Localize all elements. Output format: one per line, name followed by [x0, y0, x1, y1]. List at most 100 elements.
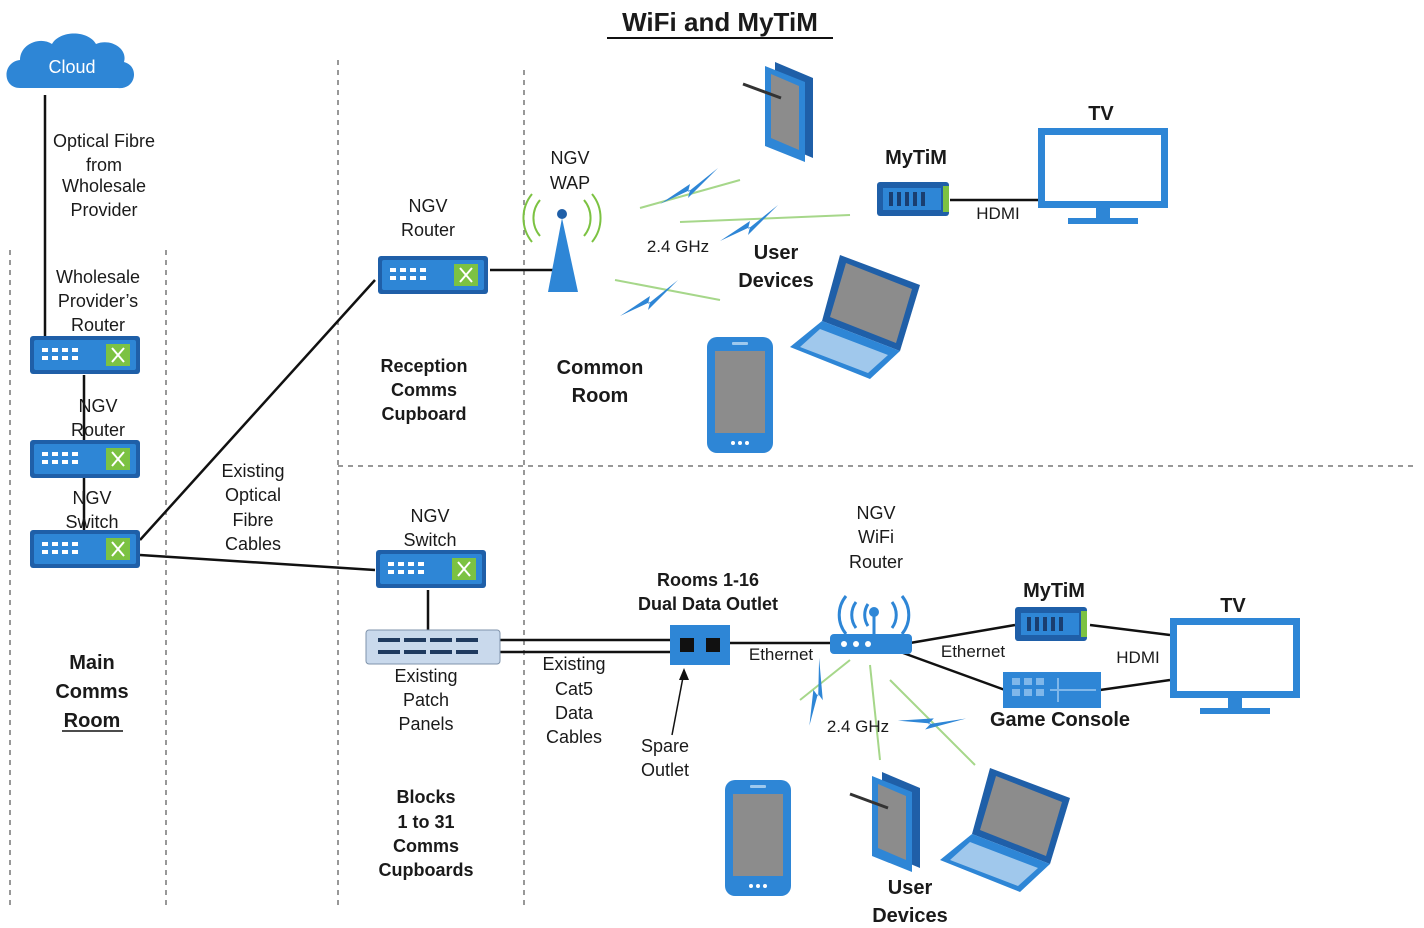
- svg-text:from: from: [86, 155, 122, 175]
- svg-text:WiFi: WiFi: [858, 527, 894, 547]
- svg-text:Optical Fibre: Optical Fibre: [53, 131, 155, 151]
- svg-text:Router: Router: [71, 315, 125, 335]
- svg-text:Cupboard: Cupboard: [382, 404, 467, 424]
- svg-text:Existing: Existing: [542, 654, 605, 674]
- svg-text:Router: Router: [71, 420, 125, 440]
- svg-text:Cat5: Cat5: [555, 679, 593, 699]
- svg-text:Wholesale: Wholesale: [62, 176, 146, 196]
- rooms-freq-label: 2.4 GHz: [827, 717, 889, 736]
- svg-text:Room: Room: [572, 385, 629, 407]
- svg-text:User: User: [888, 877, 933, 899]
- rooms-tv-icon: [1170, 618, 1300, 714]
- svg-text:Provider’s: Provider’s: [58, 291, 138, 311]
- rooms-wifi-rays: [799, 659, 976, 766]
- common-hdmi-label: HDMI: [976, 204, 1019, 223]
- svg-text:Outlet: Outlet: [641, 760, 689, 780]
- common-room-label: Common Room: [557, 357, 644, 407]
- svg-text:Reception: Reception: [380, 356, 467, 376]
- svg-text:Devices: Devices: [872, 905, 948, 927]
- wap-icon: [522, 193, 602, 292]
- svg-text:Cables: Cables: [225, 534, 281, 554]
- svg-text:Cupboards: Cupboards: [378, 860, 473, 880]
- reception-router-icon: [377, 255, 489, 295]
- svg-text:Optical: Optical: [225, 485, 281, 505]
- laptop-icon: [940, 768, 1070, 892]
- svg-text:Rooms 1-16: Rooms 1-16: [657, 570, 759, 590]
- main-ngv-switch-icon: [29, 529, 141, 569]
- wifi-bolt-icon: [720, 205, 778, 241]
- svg-text:Panels: Panels: [398, 714, 453, 734]
- cloud-node: Cloud: [6, 33, 135, 89]
- rooms-hdmi-label: HDMI: [1116, 648, 1159, 667]
- reception-cupboard-label: Reception Comms Cupboard: [380, 356, 467, 424]
- patch-panel-icon: [365, 629, 501, 665]
- blocks-cupboards-label: Blocks 1 to 31 Comms Cupboards: [378, 787, 473, 880]
- smartphone-icon: [725, 780, 791, 896]
- ethernet-label: Ethernet: [749, 645, 814, 664]
- svg-text:NGV: NGV: [78, 396, 117, 416]
- wifi-router-icon: [830, 595, 912, 654]
- common-user-devices-label: User Devices: [738, 242, 814, 292]
- wholesale-router-icon: [29, 335, 141, 375]
- tablet-icon: [741, 60, 815, 164]
- common-freq-label: 2.4 GHz: [647, 237, 709, 256]
- svg-text:Spare: Spare: [641, 736, 689, 756]
- svg-text:Router: Router: [401, 220, 455, 240]
- fibre-label: Optical Fibre from Wholesale Provider: [53, 131, 155, 220]
- cable-links: [43, 95, 1171, 692]
- svg-text:Common: Common: [557, 357, 644, 379]
- common-mytim-label: MyTiM: [885, 147, 947, 169]
- existing-fibre-label: Existing Optical Fibre Cables: [221, 461, 284, 554]
- game-console-label: Game Console: [990, 709, 1130, 731]
- block-ngv-switch-icon: [375, 549, 487, 589]
- svg-text:Switch: Switch: [65, 512, 118, 532]
- svg-text:User: User: [754, 242, 799, 264]
- svg-text:Dual Data Outlet: Dual Data Outlet: [638, 594, 778, 614]
- rooms-mytim-icon: [1015, 607, 1087, 641]
- svg-text:Comms: Comms: [55, 681, 128, 703]
- rooms-mytim-label: MyTiM: [1023, 580, 1085, 602]
- svg-text:Cables: Cables: [546, 727, 602, 747]
- svg-text:Devices: Devices: [738, 270, 814, 292]
- wifi-router-label: NGV WiFi Router: [849, 503, 903, 572]
- svg-text:1 to 31: 1 to 31: [397, 812, 454, 832]
- cat5-label: Existing Cat5 Data Cables: [542, 654, 605, 747]
- tablet-icon: [848, 770, 922, 874]
- svg-text:Comms: Comms: [391, 380, 457, 400]
- svg-text:Switch: Switch: [403, 530, 456, 550]
- wifi-bolt-icon: [620, 280, 678, 316]
- svg-text:NGV: NGV: [856, 503, 895, 523]
- wifi-bolt-icon: [781, 658, 847, 726]
- rooms-tv-label: TV: [1220, 595, 1246, 617]
- main-ngv-router-icon: [29, 439, 141, 479]
- svg-text:Fibre: Fibre: [232, 510, 273, 530]
- svg-text:Room: Room: [64, 710, 121, 732]
- rooms-user-devices-label: User Devices: [872, 877, 948, 927]
- spare-outlet-label: Spare Outlet: [641, 736, 689, 780]
- main-router-label: NGV Router: [71, 396, 125, 440]
- svg-text:WAP: WAP: [550, 173, 590, 193]
- reception-router-label: NGV Router: [401, 196, 455, 240]
- dual-data-outlet-icon: [670, 625, 730, 665]
- outlet-title-label: Rooms 1-16 Dual Data Outlet: [638, 570, 778, 614]
- main-switch-label: NGV Switch: [65, 488, 118, 532]
- common-tv-label: TV: [1088, 103, 1114, 125]
- game-console-icon: [1003, 672, 1101, 708]
- svg-text:Main: Main: [69, 652, 115, 674]
- main-comms-room-label: Main Comms Room: [55, 652, 128, 732]
- cloud-label: Cloud: [48, 57, 95, 77]
- spare-outlet-arrow: [671, 668, 689, 736]
- wifi-bolt-icon: [660, 168, 718, 204]
- svg-text:NGV: NGV: [408, 196, 447, 216]
- patch-panels-label: Existing Patch Panels: [394, 666, 457, 734]
- svg-text:Router: Router: [849, 552, 903, 572]
- svg-text:Blocks: Blocks: [396, 787, 455, 807]
- wap-label: NGV WAP: [550, 148, 590, 193]
- svg-text:Wholesale: Wholesale: [56, 267, 140, 287]
- svg-text:Data: Data: [555, 703, 594, 723]
- wholesale-router-label: Wholesale Provider’s Router: [56, 267, 140, 335]
- svg-text:Provider: Provider: [70, 200, 137, 220]
- svg-text:Existing: Existing: [394, 666, 457, 686]
